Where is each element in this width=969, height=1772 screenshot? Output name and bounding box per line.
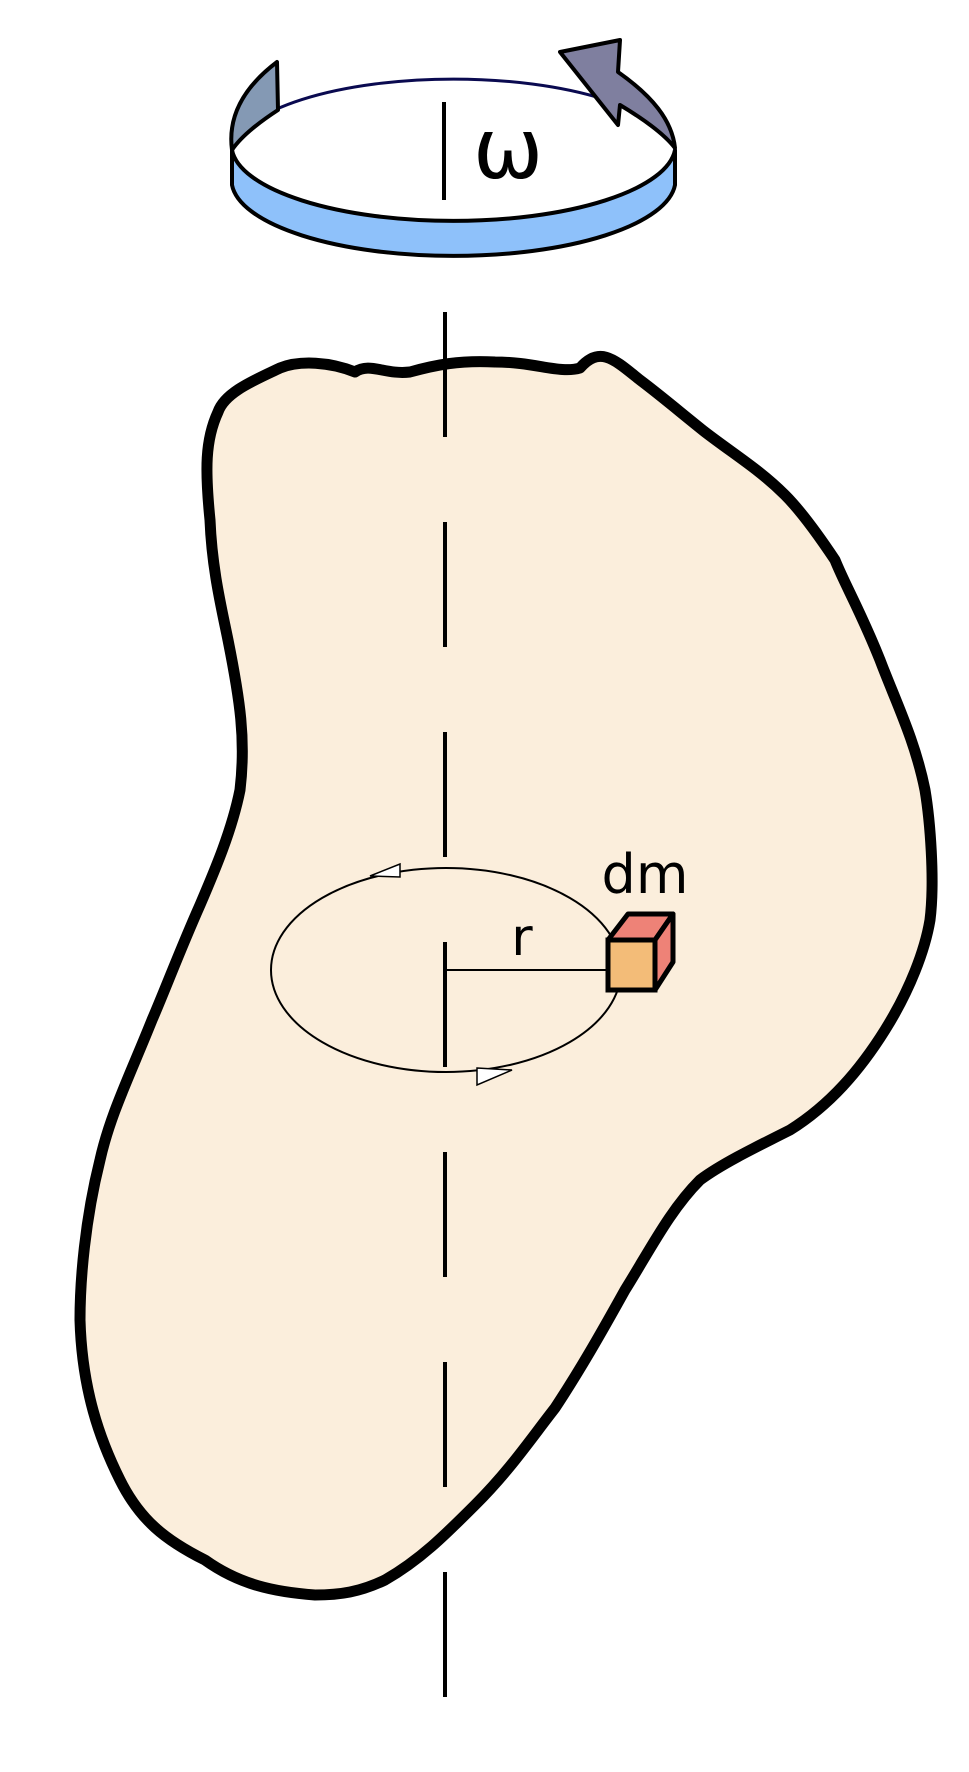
rigid-body <box>74 351 938 1601</box>
rotation-arrow-tail <box>229 60 280 152</box>
rotation-arrow-head-icon <box>558 38 677 150</box>
omega-label: ω <box>473 100 543 198</box>
mass-element-cube <box>605 911 676 993</box>
rotation-indicator <box>229 38 677 258</box>
radius-label: r <box>511 908 533 968</box>
orbit-arrow-top-icon <box>369 862 401 878</box>
mass-element-label: dm <box>602 843 689 906</box>
rotation-band <box>230 148 677 258</box>
orbit-arrow-bottom-icon <box>476 1067 513 1087</box>
cube-front-face <box>605 937 658 993</box>
